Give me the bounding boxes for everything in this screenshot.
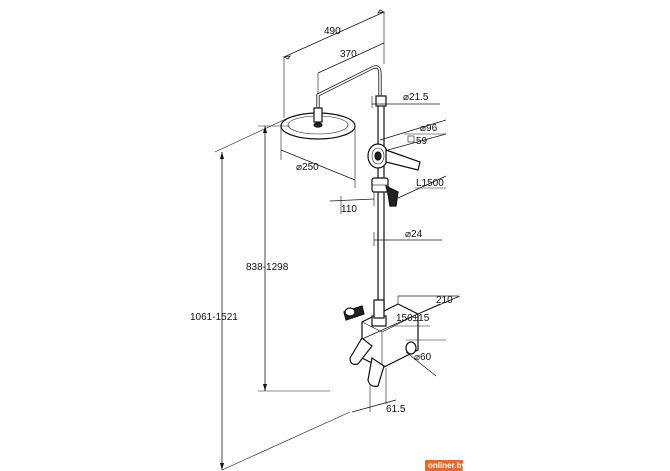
mixer-lever xyxy=(349,337,373,365)
label-370: 370 xyxy=(340,49,357,60)
label-head-diameter: ⌀250 xyxy=(296,162,319,173)
label-mixer-diameter: ⌀60 xyxy=(414,352,432,363)
label-riser-top: ⌀21.5 xyxy=(403,92,429,103)
slide-holder xyxy=(371,177,399,207)
dim-mixer-diameter: ⌀60 xyxy=(405,339,446,377)
watermark-logo: onliner.by xyxy=(425,460,466,471)
dim-spout-projection: 61.5 xyxy=(351,368,406,415)
dim-handshower: ⌀96 59 xyxy=(379,119,447,151)
spout xyxy=(367,356,385,387)
label-hose: L1500 xyxy=(416,178,444,189)
rain-shower-head xyxy=(280,107,356,140)
label-center-distance: 150±15 xyxy=(396,313,430,324)
dim-490: 490 xyxy=(282,9,386,118)
dim-370: 370 xyxy=(317,42,385,110)
label-overall-height: 1061-1521 xyxy=(190,312,238,323)
label-handshower-diameter: ⌀96 xyxy=(420,123,438,134)
dim-column-height: 838-1298 xyxy=(246,125,330,392)
label-column-height: 838-1298 xyxy=(246,262,289,273)
dim-hose: L1500 xyxy=(397,175,447,199)
riser-pipe xyxy=(375,95,387,318)
dim-overall-height: 1061-1521 xyxy=(190,116,351,471)
label-holder-offset: 110 xyxy=(341,204,357,215)
mixer-body xyxy=(361,299,419,369)
hand-shower xyxy=(367,143,421,171)
label-riser: ⌀24 xyxy=(405,229,423,240)
wall-connector-left xyxy=(343,305,365,321)
label-spout-projection: 61.5 xyxy=(386,404,406,415)
label-mixer-depth: 210 xyxy=(436,295,453,306)
shower-arm xyxy=(316,65,382,108)
label-490: 490 xyxy=(324,26,341,37)
dim-riser-top: ⌀21.5 xyxy=(371,92,440,108)
dim-center-distance: 150±15 xyxy=(359,303,441,341)
dim-head-diameter: ⌀250 xyxy=(280,126,356,188)
dim-holder-offset: 110 xyxy=(329,192,375,215)
wall-connector-right xyxy=(405,341,417,355)
label-handshower-face: 59 xyxy=(416,136,428,147)
dim-riser: ⌀24 xyxy=(373,229,442,246)
watermark-text: onliner.by xyxy=(428,461,466,470)
